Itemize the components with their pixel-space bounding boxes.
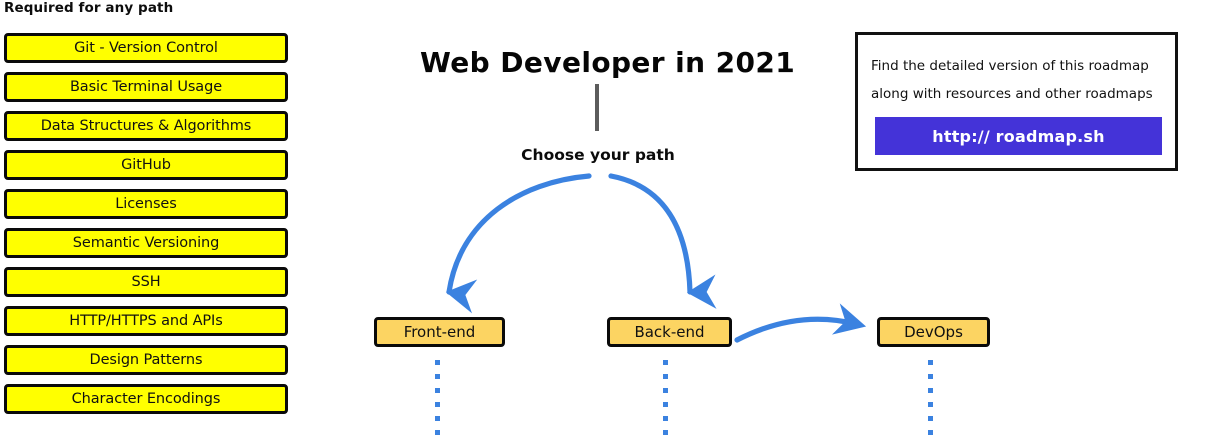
required-topic-label: HTTP/HTTPS and APIs [69, 312, 223, 329]
required-topic-github[interactable]: GitHub [4, 150, 288, 180]
required-topic-data-structures-algorithms[interactable]: Data Structures & Algorithms [4, 111, 288, 141]
roadmap-link-label: http:// roadmap.sh [932, 126, 1105, 146]
path-box-front-end[interactable]: Front-end [374, 317, 505, 347]
dotted-trail-back-end [663, 360, 668, 436]
path-box-back-end[interactable]: Back-end [607, 317, 732, 347]
required-topic-design-patterns[interactable]: Design Patterns [4, 345, 288, 375]
dotted-trail-front-end [435, 360, 440, 436]
arrow-to-back-end [608, 173, 717, 309]
required-topic-http-https-apis[interactable]: HTTP/HTTPS and APIs [4, 306, 288, 336]
required-topic-label: Character Encodings [71, 390, 221, 407]
arrow-to-front-end [445, 173, 592, 314]
roadmap-link-button[interactable]: http:// roadmap.sh [875, 117, 1162, 155]
required-topic-label: Git - Version Control [74, 39, 218, 56]
info-card-line-1: Find the detailed version of this roadma… [871, 58, 1149, 74]
info-card-line-2: along with resources and other roadmaps [871, 86, 1153, 102]
title-connector-line [595, 84, 599, 131]
required-topic-label: Semantic Versioning [72, 234, 220, 251]
path-box-label: DevOps [904, 322, 963, 341]
required-section-heading: Required for any path [4, 0, 174, 16]
dotted-trail-devops [928, 360, 933, 436]
required-topic-semantic-versioning[interactable]: Semantic Versioning [4, 228, 288, 258]
required-topic-git[interactable]: Git - Version Control [4, 33, 288, 63]
required-topic-ssh[interactable]: SSH [4, 267, 288, 297]
required-topics-list: Git - Version Control Basic Terminal Usa… [0, 33, 300, 423]
required-topic-label: Design Patterns [89, 351, 203, 368]
required-topic-label: Licenses [115, 195, 177, 212]
arrow-back-end-to-devops [734, 303, 867, 343]
required-topic-basic-terminal-usage[interactable]: Basic Terminal Usage [4, 72, 288, 102]
choose-your-path-label: Choose your path [521, 146, 675, 164]
required-topic-label: GitHub [121, 156, 171, 173]
required-topic-licenses[interactable]: Licenses [4, 189, 288, 219]
required-topic-label: Data Structures & Algorithms [40, 117, 252, 134]
roadmap-info-card: Find the detailed version of this roadma… [855, 32, 1178, 171]
required-topic-label: SSH [131, 273, 161, 290]
required-topics-section: Required for any path Git - Version Cont… [0, 0, 300, 436]
required-topic-character-encodings[interactable]: Character Encodings [4, 384, 288, 414]
page-title: Web Developer in 2021 [420, 45, 796, 79]
required-topic-label: Basic Terminal Usage [69, 78, 223, 95]
path-box-label: Front-end [403, 322, 476, 341]
path-box-devops[interactable]: DevOps [877, 317, 990, 347]
path-box-label: Back-end [634, 322, 705, 341]
